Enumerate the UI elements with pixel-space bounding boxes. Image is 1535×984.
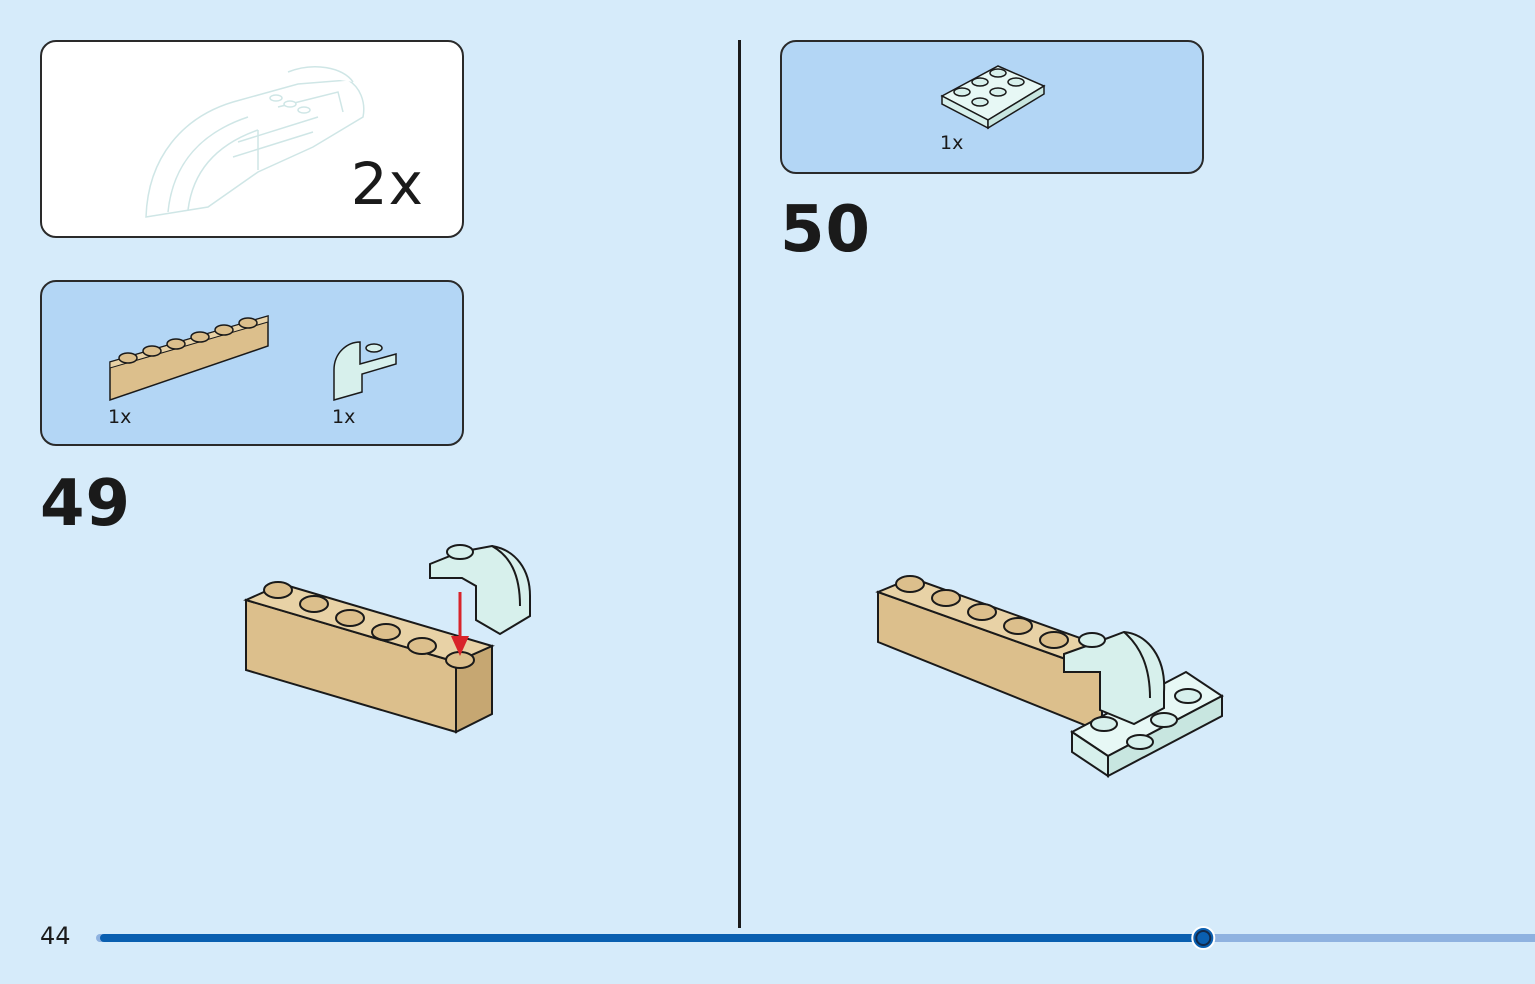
light-aqua-plate-2x3-part <box>940 65 1046 130</box>
part-quantity: 1x <box>940 132 964 154</box>
parts-list-step-49: 1x 1x <box>40 280 464 446</box>
parts-list-step-50: 1x <box>780 40 1204 174</box>
light-aqua-curved-slope-part <box>333 341 397 401</box>
step-50-build-illustration <box>875 575 1224 778</box>
part-quantity: 1x <box>108 406 132 428</box>
submodel-ghost-image <box>145 66 365 218</box>
submodel-callout: 2x <box>40 40 464 238</box>
page-divider <box>738 40 741 928</box>
progress-marker-ring <box>1195 930 1212 946</box>
page-number: 44 <box>40 922 71 950</box>
part-quantity: 1x <box>332 406 356 428</box>
progress-bar <box>96 926 1535 950</box>
step-number: 49 <box>40 467 132 541</box>
step-number: 50 <box>780 193 872 267</box>
tan-brick-1x6-part <box>109 315 269 402</box>
submodel-multiplier: 2x <box>350 150 424 218</box>
step-49-build-illustration <box>243 544 531 734</box>
